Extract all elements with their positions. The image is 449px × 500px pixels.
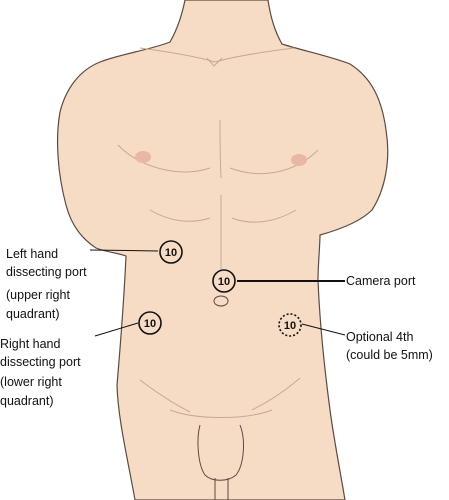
right-hand-label-line: (lower right: [0, 375, 62, 389]
left-groin-line: [139, 379, 191, 413]
sternum-line: [219, 119, 222, 179]
left-hand-label-line: quadrant): [6, 307, 60, 321]
right-hand-leader: [94, 322, 139, 337]
left-hand-port-marker: 10: [159, 240, 183, 264]
optional-port-size: 10: [284, 320, 296, 332]
left-hand-label-line: (upper right: [6, 288, 70, 302]
left-hand-port-size: 10: [165, 247, 177, 259]
genitalia: [197, 424, 244, 481]
right-groin-line: [251, 377, 301, 411]
right-hand-port-label: Right hand dissecting port (lower right …: [0, 337, 84, 408]
camera-port-label: Camera port: [346, 274, 416, 288]
camera-port-size: 10: [218, 276, 230, 288]
right-pectoral-line: [229, 149, 319, 174]
optional-port-label: Optional 4th (could be 5mm): [346, 330, 433, 362]
pubic-line: [169, 409, 273, 418]
right-hand-label-line: quadrant): [0, 394, 54, 408]
left-nipple: [135, 151, 151, 163]
left-hand-port-label: Left hand dissecting port (upper right q…: [6, 247, 90, 321]
collar-line: [139, 47, 295, 63]
right-hand-port-size: 10: [144, 318, 156, 330]
left-hand-leader: [89, 249, 159, 252]
navel: [213, 295, 229, 307]
genitalia-lower: [214, 478, 229, 500]
right-hand-label-line: Right hand: [0, 337, 61, 351]
left-hand-label-line: dissecting port: [6, 265, 87, 279]
camera-port-marker: 10: [212, 269, 236, 293]
sternal-notch: [206, 57, 223, 67]
optional-label-line: Optional 4th: [346, 330, 413, 344]
right-hand-label-line: dissecting port: [0, 355, 81, 369]
camera-label-line: Camera port: [346, 274, 416, 288]
right-hand-port-marker: 10: [138, 311, 162, 335]
optional-leader: [301, 323, 346, 336]
optional-port-marker: 10: [278, 313, 302, 337]
left-costal-line: [149, 209, 211, 222]
left-pectoral-line: [117, 144, 211, 173]
right-nipple: [291, 154, 307, 166]
right-costal-line: [231, 209, 297, 223]
left-hand-label-line: Left hand: [6, 247, 58, 261]
torso-silhouette: [56, 0, 389, 500]
optional-label-line: (could be 5mm): [346, 348, 433, 362]
